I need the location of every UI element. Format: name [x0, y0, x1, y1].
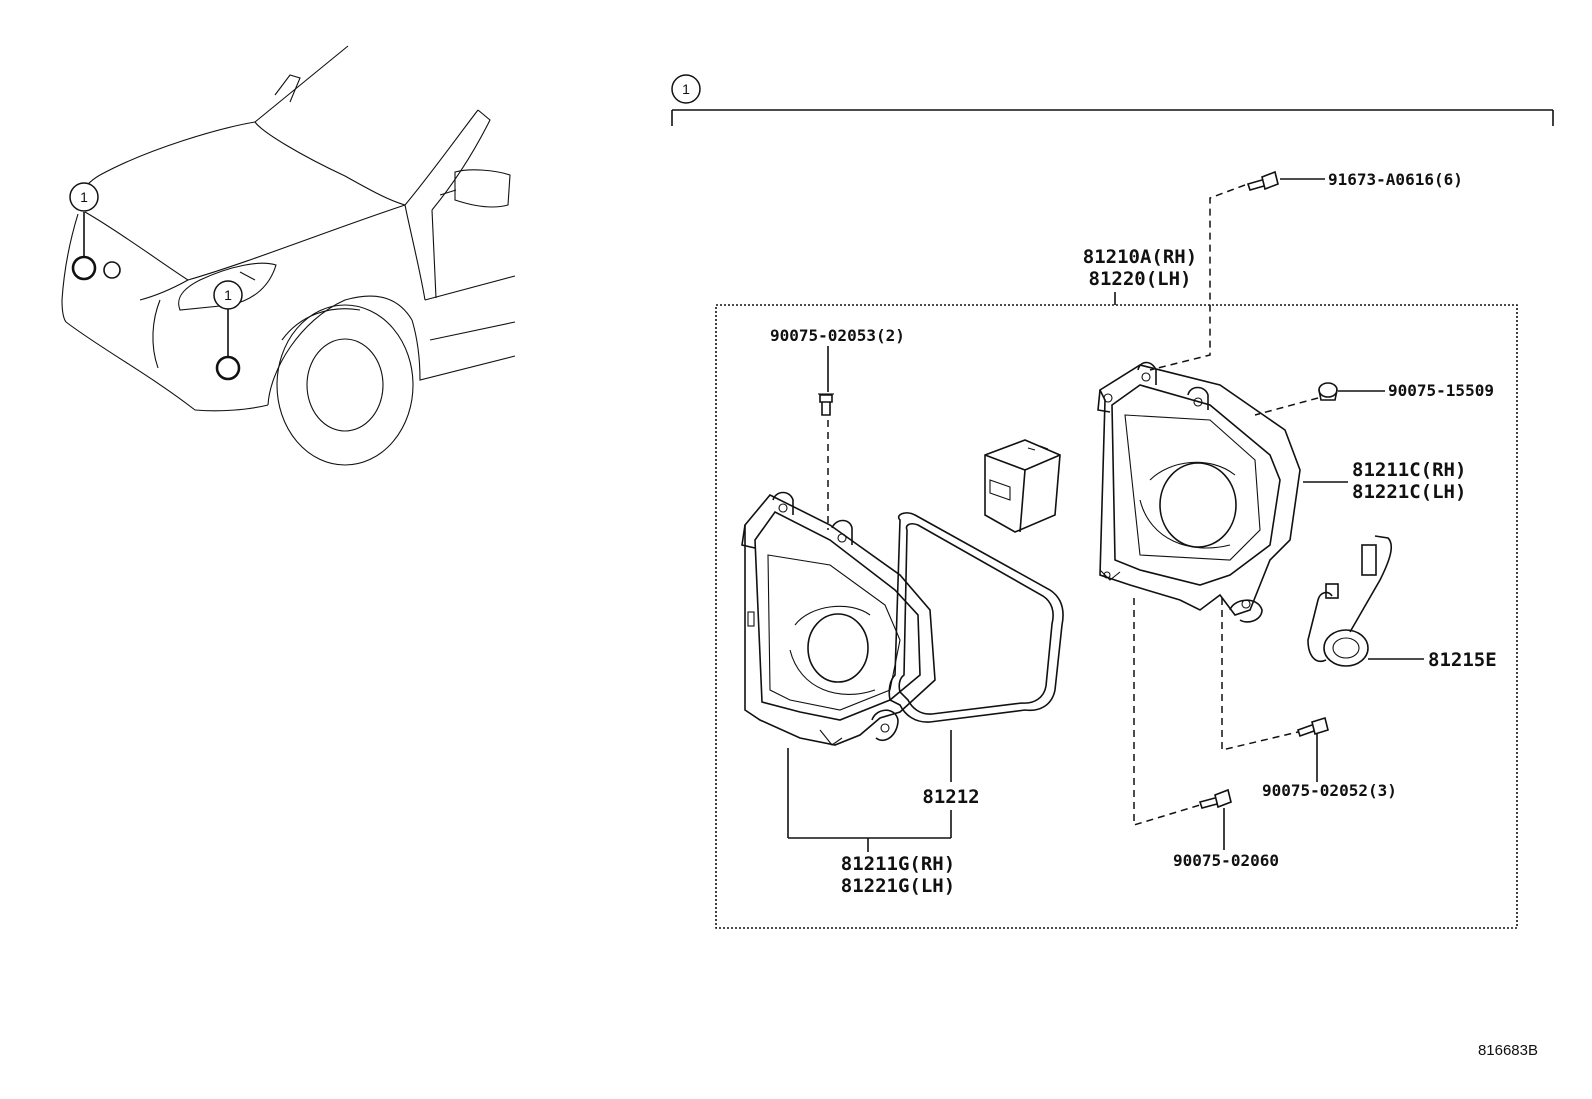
callout-bubble-right: 1 — [213, 280, 243, 310]
screw-91673 — [1246, 170, 1279, 191]
assembly-dashed-lines — [827, 184, 1319, 827]
control-module — [984, 439, 1061, 533]
label-81211g-rh: 81211G(RH) — [841, 853, 955, 875]
label-90075-02053: 90075-02053(2) — [770, 326, 905, 345]
fog-lamp-housing-81211g — [741, 491, 936, 746]
label-81210a-rh: 81210A(RH) — [1083, 246, 1197, 268]
label-81221c-lh: 81221C(LH) — [1352, 481, 1466, 503]
bolt-90075-02052 — [1296, 716, 1329, 738]
assembly-callout: 1 — [682, 81, 690, 97]
label-90075-02052: 90075-02052(3) — [1262, 781, 1397, 800]
bulb-socket-81215e — [1307, 535, 1392, 667]
bolt-90075-02053 — [818, 393, 834, 416]
label-90075-02060: 90075-02060 — [1173, 851, 1279, 870]
bolt-90075-02060 — [1198, 788, 1232, 809]
label-90075-15509: 90075-15509 — [1388, 381, 1494, 400]
diagram-reference-code: 816683B — [1478, 1042, 1538, 1059]
label-91673-a0616: 91673-A0616(6) — [1328, 170, 1463, 189]
label-81211c-rh: 81211C(RH) — [1352, 459, 1466, 481]
cap-90075-15509 — [1318, 382, 1338, 401]
svg-text:1: 1 — [80, 189, 88, 205]
svg-text:1: 1 — [224, 287, 232, 303]
label-81212: 81212 — [922, 786, 979, 808]
callout-bubble-left: 1 — [69, 182, 99, 212]
label-81215e: 81215E — [1428, 649, 1497, 671]
vehicle-front-sketch — [61, 45, 516, 466]
label-81221g-lh: 81221G(LH) — [841, 875, 955, 897]
label-81220-lh: 81220(LH) — [1089, 268, 1192, 290]
assembly-bracket: 1 — [671, 74, 1554, 126]
gasket-81212 — [888, 512, 1064, 723]
leader-lines — [787, 178, 1424, 852]
fog-lamp-housing-81211c — [1097, 361, 1301, 623]
kit-box — [715, 304, 1518, 929]
